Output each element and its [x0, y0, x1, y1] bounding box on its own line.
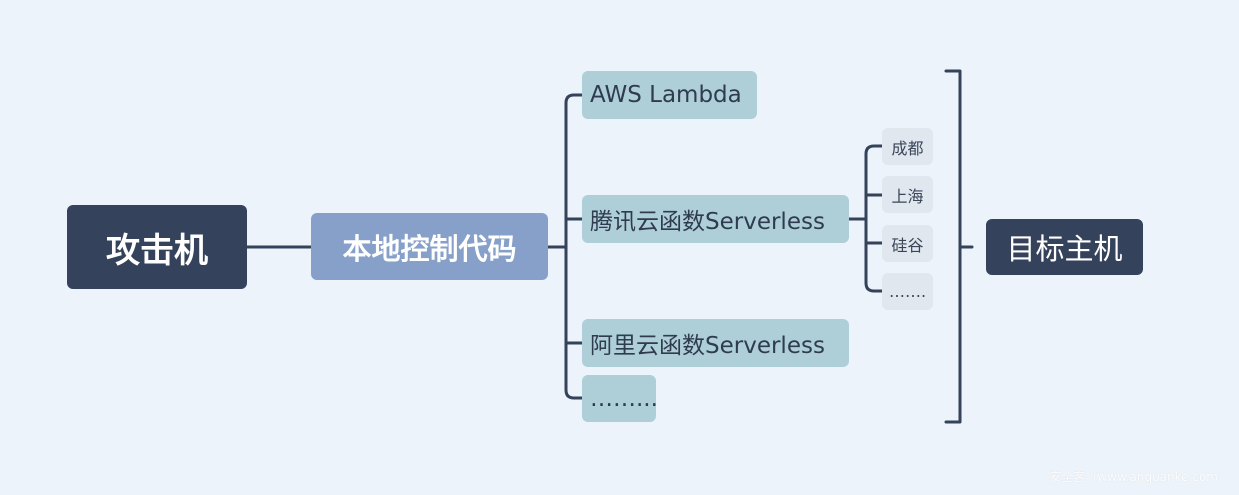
target-host-label: 目标主机 — [1006, 232, 1123, 266]
target-host-node: 目标主机 — [986, 219, 1143, 275]
branch-node-aws-lambda: AWS Lambda — [582, 71, 757, 119]
branch-node-more: ……... — [582, 375, 658, 422]
region-node-guigu: 硅谷 — [882, 225, 933, 262]
region-node-more: ……. — [882, 273, 933, 310]
branch-node-aliyun: 阿里云函数Serverless — [582, 319, 849, 367]
branch-node-tencent: 腾讯云函数Serverless — [582, 195, 849, 243]
region-node-label: 成都 — [891, 138, 924, 158]
region-node-chengdu: 成都 — [882, 128, 933, 165]
watermark: 安全客（www.anquanke.com） — [1020, 467, 1230, 485]
root-node-label: 攻击机 — [106, 230, 208, 271]
region-node-label: 上海 — [891, 186, 924, 206]
branch-node-label: AWS Lambda — [590, 82, 742, 108]
region-node-shanghai: 上海 — [882, 176, 933, 213]
region-node-label: 硅谷 — [891, 235, 924, 255]
target-bracket — [944, 69, 962, 424]
branch-node-label: 腾讯云函数Serverless — [590, 209, 825, 235]
region-bracket — [864, 144, 884, 293]
branch-node-label: ……... — [590, 385, 658, 412]
root-node-attacker: 攻击机 — [67, 205, 247, 289]
controller-node-label: 本地控制代码 — [342, 231, 517, 266]
region-node-label: ……. — [888, 282, 927, 301]
watermark-label: 安全客（www.anquanke.com） — [1049, 469, 1230, 484]
controller-node: 本地控制代码 — [311, 213, 548, 280]
branch-bracket — [564, 93, 584, 400]
branch-node-label: 阿里云函数Serverless — [590, 333, 825, 359]
